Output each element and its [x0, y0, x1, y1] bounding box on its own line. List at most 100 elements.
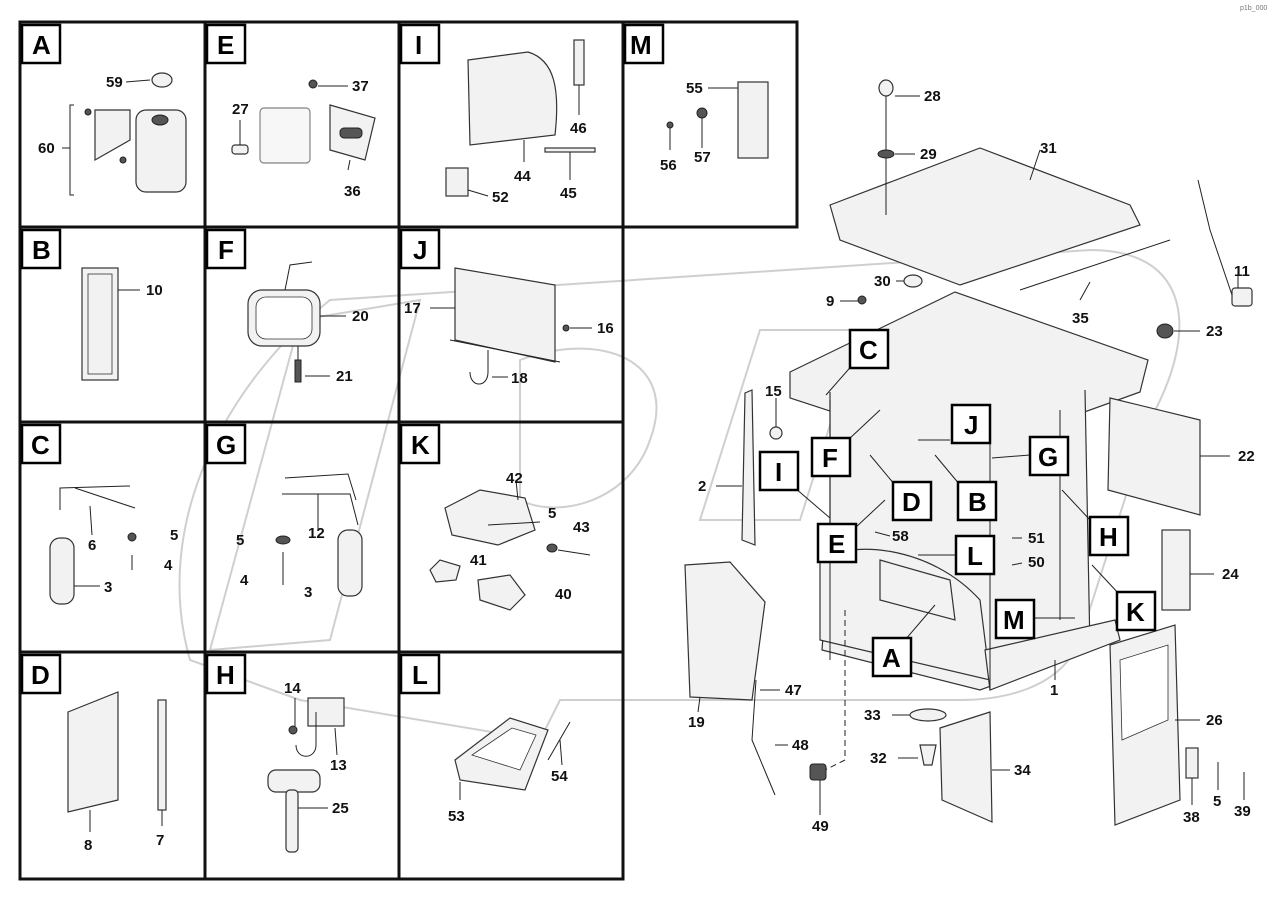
callout-k: K: [1126, 597, 1145, 627]
cell-e-drawing: [231, 79, 376, 171]
callout-j: J: [964, 410, 978, 440]
cell-k-drawing: [429, 479, 591, 611]
callout-a: A: [882, 643, 901, 673]
part-label-1: 1: [1050, 682, 1058, 699]
part-label-60: 60: [38, 140, 55, 157]
part-label-36: 36: [344, 183, 361, 200]
part-label-8: 8: [84, 837, 92, 854]
part-label-5-g: 5: [236, 532, 244, 549]
part-label-26: 26: [1206, 712, 1223, 729]
callout-d: D: [902, 487, 921, 517]
cell-c-drawing: [49, 485, 137, 605]
callout-i: I: [775, 457, 782, 487]
cell-i-drawing: [445, 39, 596, 197]
part-label-29: 29: [920, 146, 937, 163]
part-label-40: 40: [555, 586, 572, 603]
part-label-54: 54: [551, 768, 568, 785]
cell-f-drawing: [247, 261, 346, 383]
part-label-34: 34: [1014, 762, 1031, 779]
cell-letter-h: H: [216, 660, 235, 690]
cell-letter-k: K: [411, 430, 430, 460]
corner-code: p1b_000: [1240, 5, 1267, 12]
callout-g: G: [1038, 442, 1058, 472]
part-label-51: 51: [1028, 530, 1045, 547]
part-label-38: 38: [1183, 809, 1200, 826]
part-label-47: 47: [785, 682, 802, 699]
part-label-22: 22: [1238, 448, 1255, 465]
part-label-4-g: 4: [240, 572, 249, 589]
part-label-3-g: 3: [304, 584, 312, 601]
part-label-5-main: 5: [1213, 793, 1221, 810]
part-label-18: 18: [511, 370, 528, 387]
cell-letter-b: B: [32, 235, 51, 265]
part-label-39: 39: [1234, 803, 1251, 820]
cell-m-drawing: [666, 81, 769, 159]
cell-j-drawing: [430, 267, 592, 385]
part-label-53: 53: [448, 808, 465, 825]
part-label-5-k: 5: [548, 505, 556, 522]
cell-letter-i: I: [415, 30, 422, 60]
part-label-28: 28: [924, 88, 941, 105]
part-label-31: 31: [1040, 140, 1057, 157]
part-label-15: 15: [765, 383, 782, 400]
cell-letter-g: G: [216, 430, 236, 460]
part-label-50: 50: [1028, 554, 1045, 571]
part-label-10: 10: [146, 282, 163, 299]
cell-l-drawing: [454, 717, 571, 800]
cell-letter-l: L: [412, 660, 428, 690]
part-label-59: 59: [106, 74, 123, 91]
cell-letter-m: M: [630, 30, 652, 60]
part-label-11: 11: [1234, 263, 1250, 280]
part-label-23: 23: [1206, 323, 1223, 340]
callout-m: M: [1003, 605, 1025, 635]
cell-d-drawing: [67, 691, 167, 832]
part-label-5-c: 5: [170, 527, 178, 544]
cell-letter-j: J: [413, 235, 427, 265]
cell-letter-a: A: [32, 30, 51, 60]
part-label-3-c: 3: [104, 579, 112, 596]
part-label-4-c: 4: [164, 557, 173, 574]
cell-b-drawing: [81, 267, 140, 381]
main-callouts: C J I F G D B E L H M K: [758, 328, 1157, 678]
part-label-33: 33: [864, 707, 881, 724]
callout-f: F: [822, 443, 838, 473]
part-label-57: 57: [694, 149, 711, 166]
part-label-35: 35: [1072, 310, 1089, 327]
part-label-55: 55: [686, 80, 703, 97]
part-label-45: 45: [560, 185, 577, 202]
part-label-32: 32: [870, 750, 887, 767]
cell-letters: A E I M B F J C G K D H L: [20, 23, 665, 695]
cell-letter-f: F: [218, 235, 234, 265]
part-label-16: 16: [597, 320, 614, 337]
part-label-42: 42: [506, 470, 523, 487]
part-label-19: 19: [688, 714, 705, 731]
callout-l: L: [967, 541, 983, 571]
cell-g-drawing: [275, 473, 363, 597]
detail-grid: [18, 20, 799, 881]
callout-c: C: [859, 335, 878, 365]
part-label-17: 17: [404, 300, 421, 317]
part-label-7: 7: [156, 832, 164, 849]
part-label-27: 27: [232, 101, 249, 118]
part-label-43: 43: [573, 519, 590, 536]
part-label-2: 2: [698, 478, 706, 495]
part-label-58: 58: [892, 528, 909, 545]
part-label-56: 56: [660, 157, 677, 174]
part-label-21: 21: [336, 368, 353, 385]
part-label-30: 30: [874, 273, 891, 290]
part-label-49: 49: [812, 818, 829, 835]
cell-a-drawing: [62, 72, 187, 196]
part-label-44: 44: [514, 168, 531, 185]
part-label-13: 13: [330, 757, 347, 774]
part-label-6: 6: [88, 537, 96, 554]
part-label-52: 52: [492, 189, 509, 206]
cell-letter-c: C: [31, 430, 50, 460]
cell-letter-e: E: [217, 30, 234, 60]
part-label-20: 20: [352, 308, 369, 325]
part-label-12: 12: [308, 525, 325, 542]
part-label-24: 24: [1222, 566, 1239, 583]
callout-b: B: [968, 487, 987, 517]
main-leaders: [697, 95, 1245, 815]
cell-h-drawing: [267, 697, 345, 853]
part-label-37: 37: [352, 78, 369, 95]
